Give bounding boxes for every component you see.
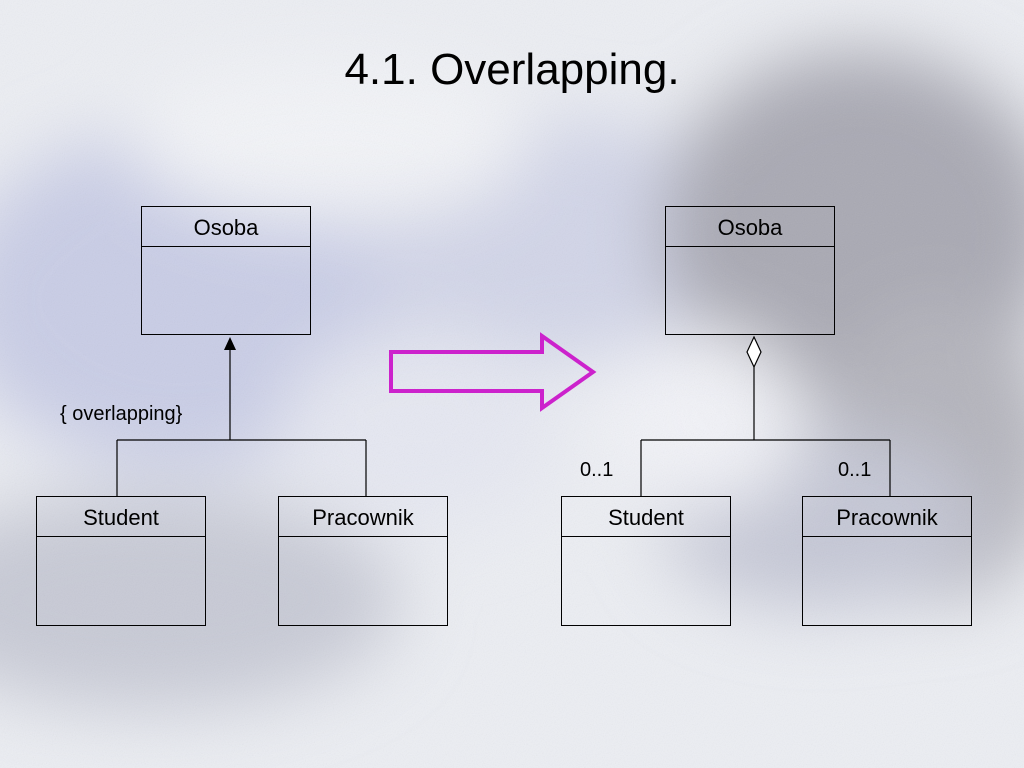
class-name: Student <box>562 497 730 537</box>
slide-title: 4.1. Overlapping. <box>344 45 680 94</box>
left-class-osoba: Osoba <box>141 206 311 335</box>
aggregation-diamond-icon <box>746 335 762 369</box>
right-class-osoba: Osoba <box>665 206 835 335</box>
multiplicity-pracownik: 0..1 <box>838 459 872 481</box>
class-name: Pracownik <box>279 497 447 537</box>
overlapping-constraint: { overlapping} <box>60 403 183 425</box>
generalization-connector <box>116 350 367 497</box>
transform-arrow-icon <box>389 332 597 412</box>
left-class-student: Student <box>36 496 206 626</box>
class-name: Pracownik <box>803 497 971 537</box>
class-name: Osoba <box>666 207 834 247</box>
class-name: Student <box>37 497 205 537</box>
left-class-pracownik: Pracownik <box>278 496 448 626</box>
right-class-pracownik: Pracownik <box>802 496 972 626</box>
right-class-student: Student <box>561 496 731 626</box>
generalization-arrowhead <box>224 337 236 350</box>
class-name: Osoba <box>142 207 310 247</box>
aggregation-connector <box>640 367 891 497</box>
multiplicity-student: 0..1 <box>580 459 614 481</box>
